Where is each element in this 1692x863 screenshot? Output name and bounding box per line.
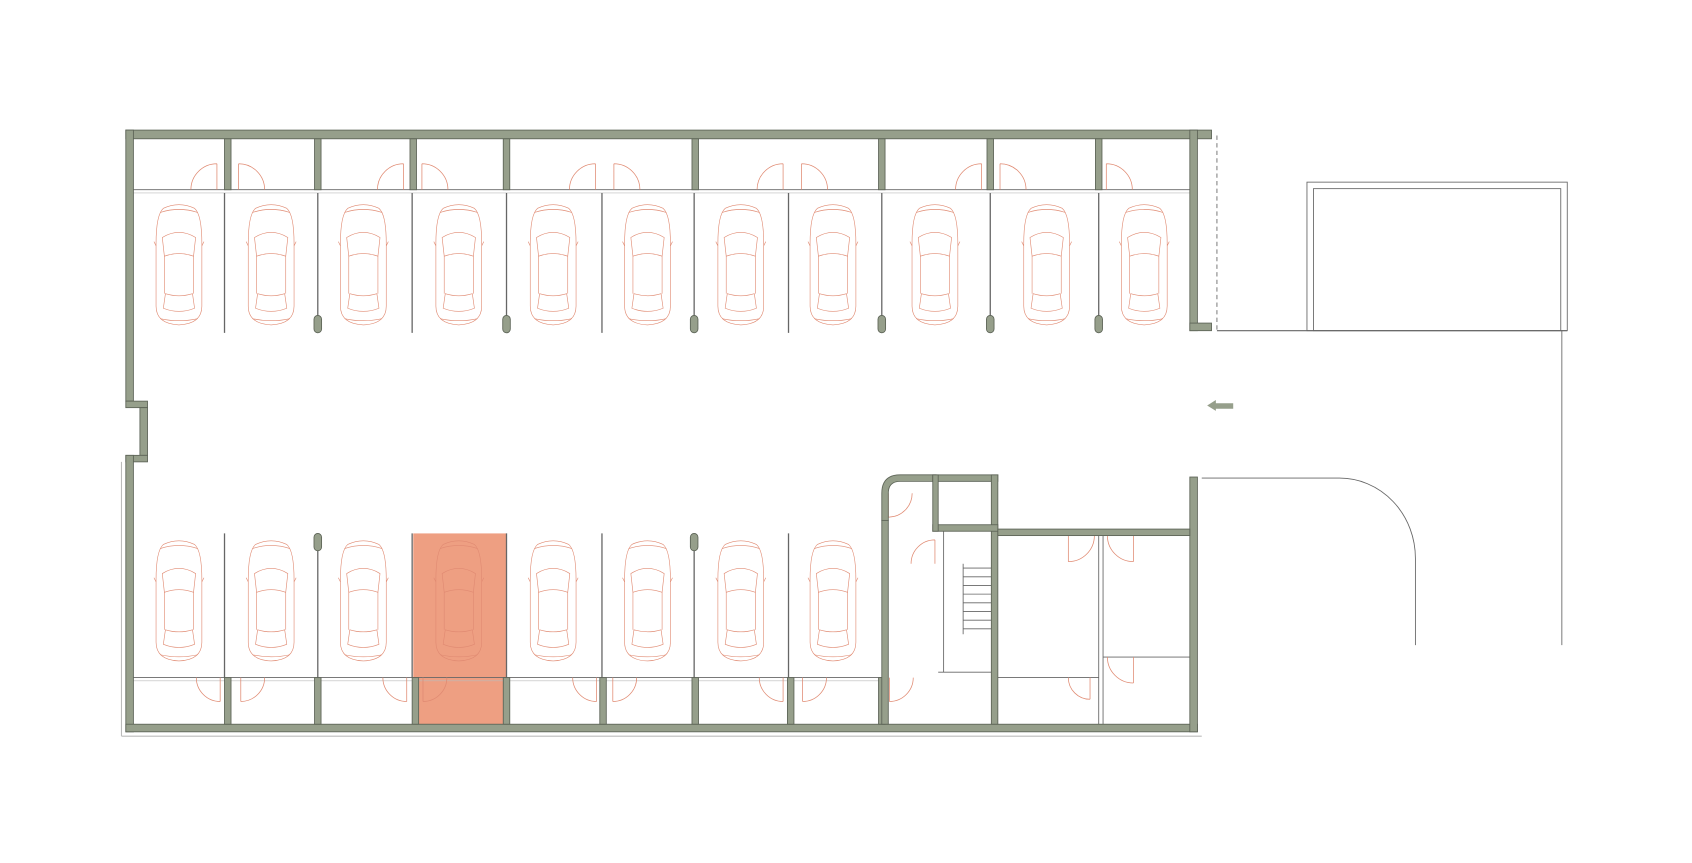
door-swing: [756, 163, 784, 190]
door-swing: [1105, 163, 1133, 190]
door-swing: [955, 163, 982, 190]
parked-car: [245, 540, 297, 662]
door-swing: [887, 493, 913, 518]
storage-partition: [691, 138, 699, 191]
parked-car: [245, 204, 297, 326]
storage-partition: [691, 677, 699, 725]
door-swing: [382, 677, 408, 702]
door-swing: [910, 539, 936, 564]
storage-partition: [314, 138, 322, 191]
storage-partition: [502, 677, 511, 725]
parked-car: [153, 204, 205, 326]
door-swing: [801, 163, 828, 190]
column-pillar: [877, 315, 887, 334]
storage-partition: [314, 677, 322, 725]
storage-partition: [411, 677, 420, 725]
parked-car: [909, 204, 961, 326]
wall-return: [1189, 322, 1212, 332]
door-swing: [612, 677, 638, 702]
outer-wall-left-lower: [125, 454, 134, 733]
door-swing: [1067, 535, 1095, 562]
column-pillar: [313, 315, 323, 334]
door-swing: [1107, 657, 1134, 684]
exterior-structure: [1306, 181, 1568, 332]
parked-car: [715, 204, 767, 326]
parked-car: [337, 204, 389, 326]
outer-wall-bottom: [125, 723, 1198, 733]
storage-partition: [409, 138, 417, 191]
outer-wall-top: [125, 129, 1212, 140]
core-wall-bottom: [932, 524, 999, 532]
column-pillar: [689, 315, 699, 334]
parked-car: [807, 540, 859, 662]
storage-partition: [224, 138, 232, 191]
storage-partition: [502, 138, 511, 191]
cars-layer: [153, 204, 1170, 662]
storage-partition: [786, 677, 795, 725]
door-swing: [421, 163, 449, 190]
column-pillar: [986, 315, 995, 334]
parked-car: [527, 204, 579, 326]
parked-car: [621, 540, 674, 662]
door-swing: [195, 677, 221, 702]
door-swing: [240, 677, 266, 702]
parked-car: [337, 540, 389, 662]
parked-car: [527, 540, 579, 662]
parked-car: [621, 204, 674, 326]
core-wall-right: [990, 474, 999, 725]
door-swing: [758, 677, 784, 702]
exterior-structure-inner: [1313, 188, 1562, 332]
door-swing: [889, 677, 914, 702]
wall-notch: [125, 400, 148, 409]
door-swing: [999, 163, 1027, 190]
column-pillar: [313, 532, 323, 552]
highlighted-parking-space: [413, 533, 507, 725]
parked-car: [153, 540, 205, 662]
core-wall-left: [881, 519, 889, 725]
storage-partition: [878, 138, 886, 191]
door-swing: [422, 677, 448, 702]
door-swing: [377, 163, 404, 190]
direction-arrow-icon: [1207, 400, 1234, 411]
door-swing: [1067, 677, 1091, 700]
door-swing: [569, 163, 596, 190]
door-swing: [572, 677, 597, 702]
highlight-layer: [413, 533, 507, 725]
core-wall-top: [932, 474, 999, 482]
storage-partition: [986, 138, 994, 191]
door-swing: [1107, 535, 1134, 562]
door-swing: [613, 163, 641, 190]
parked-car: [715, 540, 767, 662]
door-swing: [802, 677, 827, 702]
parked-car: [1118, 204, 1170, 326]
core-wall-inner: [932, 474, 939, 532]
door-swing: [238, 163, 266, 190]
storage-partition: [1095, 138, 1103, 191]
storage-partition: [599, 677, 607, 725]
column-pillar: [502, 315, 511, 334]
curved-core-wall: [881, 474, 937, 521]
outer-wall-right-upper: [1189, 129, 1198, 332]
door-swing: [190, 163, 218, 190]
column-pillar: [689, 532, 699, 552]
parked-car: [807, 204, 859, 326]
curved-ramp-edge: [1201, 477, 1416, 646]
column-pillar: [1094, 315, 1103, 334]
wall-notch-window: [139, 407, 148, 456]
storage-partition: [224, 677, 232, 725]
storage-wall: [997, 528, 1191, 537]
parked-car: [1021, 204, 1073, 326]
lines-layer: [120, 135, 1568, 737]
parked-car: [433, 204, 485, 326]
outer-wall-right-lower: [1189, 476, 1198, 733]
outer-wall-left-upper: [125, 129, 134, 402]
walls-layer: [125, 129, 1234, 733]
